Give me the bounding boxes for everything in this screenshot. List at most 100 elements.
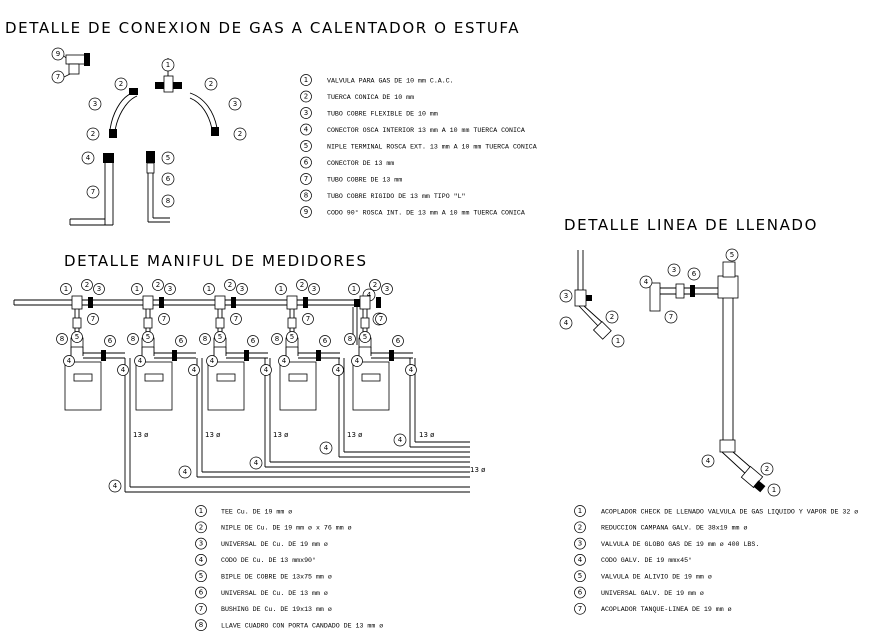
legend_fill-marker [574, 521, 586, 534]
svg-text:6: 6 [166, 175, 171, 183]
svg-text:4: 4 [564, 319, 569, 327]
legend_manifold-number: 6 [199, 589, 204, 597]
svg-text:7: 7 [162, 315, 166, 323]
svg-text:6: 6 [692, 270, 697, 278]
legend_gas-marker [300, 123, 312, 136]
title-fill-line: DETALLE LINEA DE LLENADO [564, 216, 818, 234]
pipe-label-3: 13 ø [273, 431, 289, 439]
legend_gas-text: CODO 90° ROSCA INT. DE 13 mm A 10 mm TUE… [327, 208, 525, 216]
legend_manifold-number: 3 [199, 540, 203, 548]
legend_fill-text: VALVULA DE ALIVIO DE 19 mm ø [601, 574, 712, 581]
svg-text:7: 7 [306, 315, 310, 323]
svg-text:3: 3 [564, 292, 568, 300]
legend_gas-number: 7 [304, 175, 308, 183]
svg-text:2: 2 [85, 281, 89, 289]
pipe-label-6: 13 ø [470, 466, 486, 474]
legend_manifold-marker [195, 619, 207, 631]
legend_manifold-text: UNIVERSAL DE Cu. DE 13 mm ø [221, 590, 328, 597]
legend_gas-marker [300, 206, 312, 218]
svg-text:1: 1 [207, 285, 211, 293]
manifold-detail: 13 ø 13 ø 13 ø 13 ø 13 ø 13 ø 4 4 4 4 4 … [13, 279, 486, 493]
svg-text:5: 5 [290, 333, 294, 341]
svg-text:8: 8 [203, 335, 207, 343]
gas-connection-detail: 9 7 2 3 2 1 2 3 [51, 47, 247, 226]
svg-text:3: 3 [312, 285, 316, 293]
svg-text:4: 4 [113, 482, 118, 490]
legend_fill-text: UNIVERSAL GALV. DE 19 mm ø [601, 590, 704, 597]
svg-text:7: 7 [379, 315, 383, 323]
legend_manifold-number: 2 [199, 523, 203, 531]
svg-text:8: 8 [275, 335, 279, 343]
legend_fill-marker [574, 570, 586, 583]
legend_manifold-text: CODO DE Cu. DE 13 mmx90° [221, 556, 316, 564]
legend_manifold-marker [195, 505, 207, 517]
svg-text:7: 7 [669, 313, 673, 321]
legend_fill-number: 7 [578, 605, 582, 613]
legend_fill-number: 2 [578, 523, 582, 531]
legend_gas-text: NIPLE TERMINAL ROSCA EXT. 13 mm A 10 mm … [327, 143, 537, 150]
legend_fill-marker [574, 602, 586, 615]
svg-text:7: 7 [234, 315, 238, 323]
svg-text:8: 8 [166, 197, 170, 205]
svg-text:2: 2 [765, 465, 769, 473]
svg-text:7: 7 [91, 188, 95, 196]
svg-text:9: 9 [56, 50, 60, 58]
legend_fill-number: 5 [578, 572, 582, 580]
legend_gas-marker [300, 74, 312, 86]
svg-text:2: 2 [209, 80, 213, 88]
legend_fill-marker [574, 505, 586, 517]
svg-text:4: 4 [67, 357, 72, 365]
svg-text:3: 3 [240, 285, 244, 293]
elbow-fitting-9: 9 7 [51, 47, 90, 84]
fill-line-detail: 3 4 2 1 5 3 6 4 7 4 2 1 [559, 248, 781, 497]
legend_gas-marker [300, 189, 312, 202]
title-gas-connection: DETALLE DE CONEXION DE GAS A CALENTADOR … [5, 19, 520, 37]
svg-text:5: 5 [363, 333, 367, 341]
svg-text:1: 1 [772, 486, 776, 494]
legend_fill-marker [574, 554, 586, 566]
legend_fill-text: ACOPLADOR TANQUE-LINEA DE 19 mm ø [601, 606, 732, 613]
svg-text:4: 4 [282, 357, 287, 365]
legend_manifold-text: BUSHING DE Cu. DE 19x13 mm ø [221, 606, 332, 613]
svg-text:2: 2 [119, 80, 123, 88]
svg-text:3: 3 [93, 100, 97, 108]
svg-text:5: 5 [166, 154, 170, 162]
svg-text:7: 7 [91, 315, 95, 323]
svg-text:6: 6 [108, 337, 113, 345]
svg-text:4: 4 [355, 357, 360, 365]
legend_fill-number: 4 [578, 556, 583, 564]
legend_fill-text: ACOPLADOR CHECK DE LLENADO VALVULA DE GA… [601, 508, 858, 515]
legend_manifold-marker [195, 521, 207, 534]
svg-text:5: 5 [75, 333, 79, 341]
svg-text:1: 1 [166, 61, 170, 69]
rigid-tube-detail: 4 7 [69, 151, 114, 226]
svg-text:2: 2 [610, 313, 614, 321]
svg-text:4: 4 [324, 444, 329, 452]
legend_manifold-number: 5 [199, 572, 203, 580]
svg-text:8: 8 [131, 335, 135, 343]
legend_manifold-marker [195, 570, 207, 583]
legend_gas-number: 3 [304, 109, 308, 117]
legend_fill-number: 6 [578, 589, 583, 597]
svg-text:3: 3 [233, 100, 237, 108]
svg-text:2: 2 [300, 281, 304, 289]
svg-text:4: 4 [644, 278, 649, 286]
svg-text:5: 5 [218, 333, 222, 341]
legend_gas-number: 8 [304, 192, 308, 200]
svg-text:7: 7 [56, 73, 60, 81]
pipe-label-4: 13 ø [347, 431, 363, 439]
legend_gas-number: 1 [304, 76, 308, 84]
pipe-label-2: 13 ø [205, 431, 221, 439]
legend_gas-text: CONECTOR OSCA INTERIOR 13 mm A 10 mm TUE… [327, 127, 525, 134]
legend_manifold-text: NIPLE DE Cu. DE 19 mm ø x 76 mm ø [221, 525, 352, 532]
svg-text:8: 8 [348, 335, 352, 343]
legend_manifold-marker [195, 602, 207, 615]
legend_manifold-text: LLAVE CUADRO CON PORTA CANDADO DE 13 mm … [221, 622, 383, 629]
legend_manifold-text: BIPLE DE COBRE DE 13x75 mm ø [221, 574, 332, 581]
